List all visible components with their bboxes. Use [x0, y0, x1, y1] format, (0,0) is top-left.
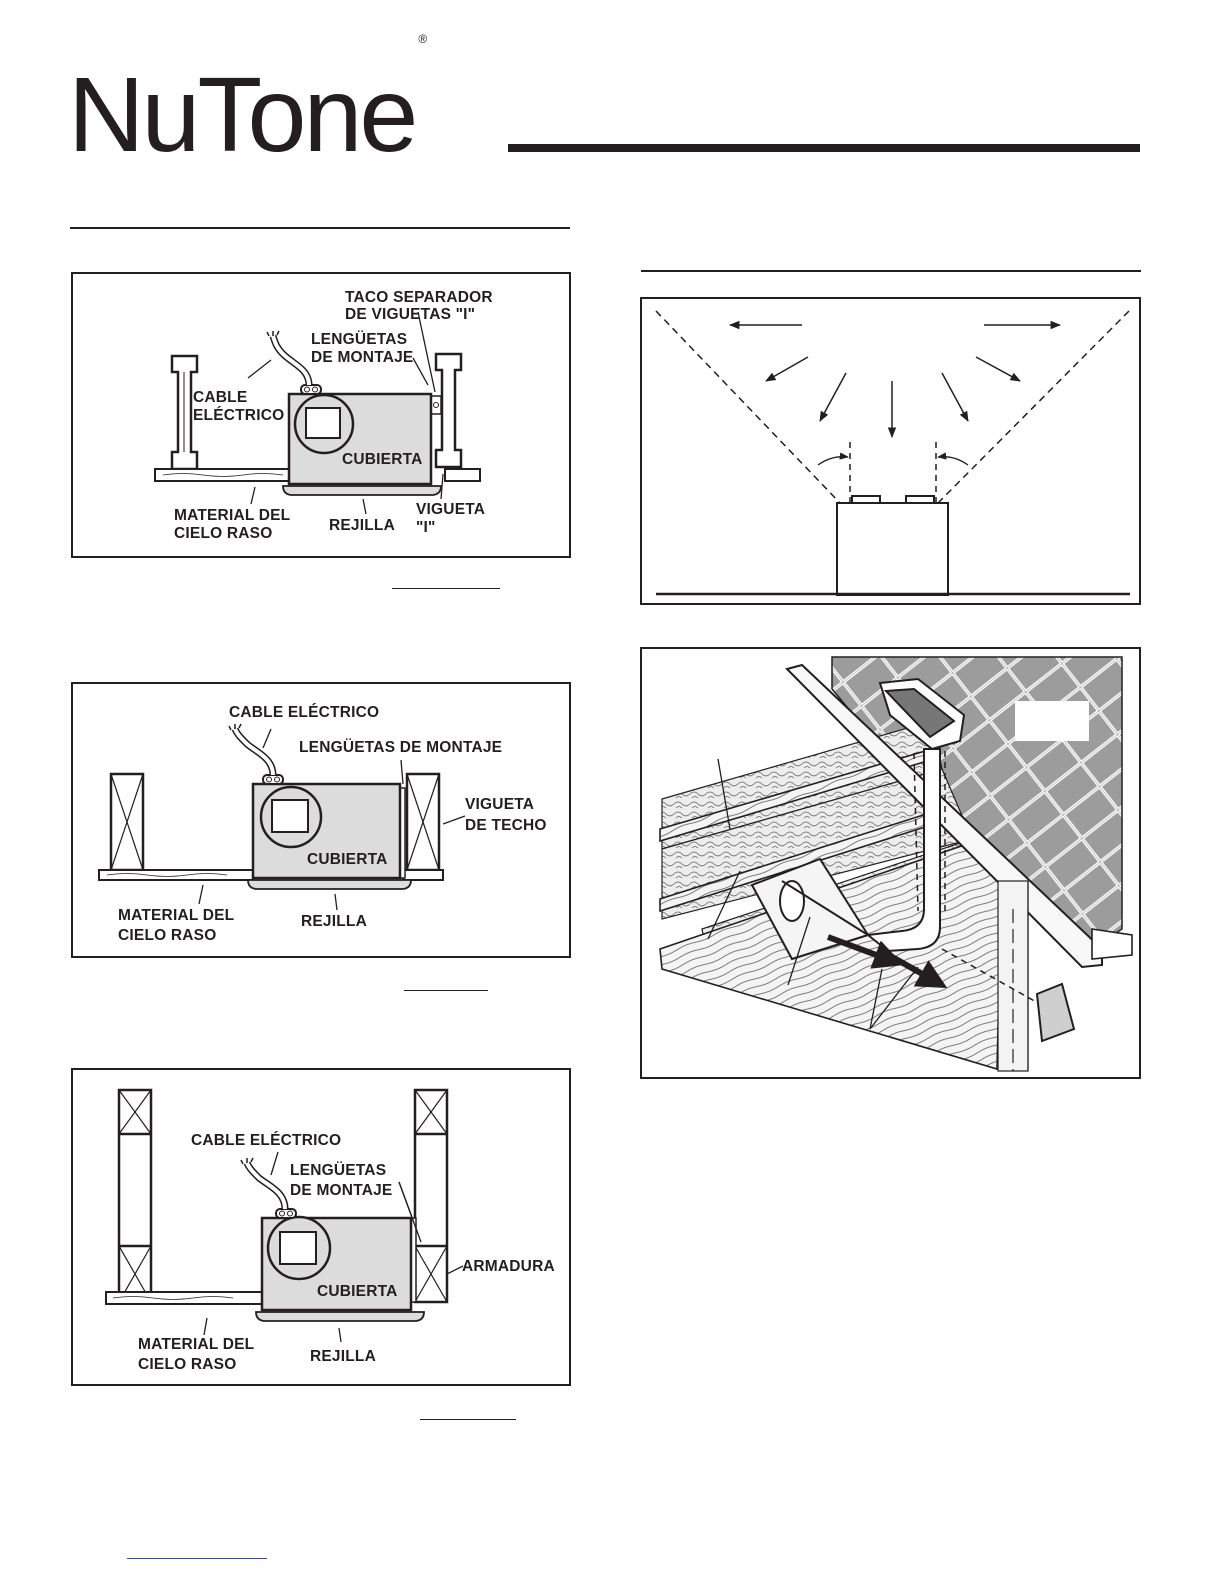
label-tabs-1: LENGÜETAS — [290, 1162, 386, 1179]
label-tabs-2: DE MONTAJE — [311, 349, 413, 366]
label-housing: CUBIERTA — [317, 1283, 398, 1300]
ceiling-material — [154, 468, 481, 482]
right-ceiling-joist — [405, 772, 441, 872]
label-ceiling-1: MATERIAL DEL — [138, 1336, 254, 1353]
header-rule — [508, 144, 1140, 152]
brand-logo: NuTone® — [68, 33, 427, 168]
figure-3-reference-underline — [420, 1419, 516, 1420]
label-joist-1: VIGUETA — [416, 501, 485, 518]
grille — [255, 1311, 425, 1322]
ceiling-material — [105, 1291, 263, 1305]
brand-name: NuTone — [68, 56, 418, 174]
grille — [282, 485, 442, 496]
label-joist-2: DE TECHO — [465, 817, 547, 834]
label-grille: REJILLA — [301, 913, 367, 930]
label-joist-1: VIGUETA — [465, 796, 534, 813]
label-cable: CABLE ELÉCTRICO — [191, 1132, 341, 1149]
label-spacer-2: DE VIGUETAS "I" — [345, 306, 475, 323]
figure-2-reference-underline — [404, 990, 488, 991]
footer-link-underline[interactable] — [127, 1558, 267, 1559]
label-cable-2: ELÉCTRICO — [193, 407, 284, 424]
right-truss — [413, 1088, 449, 1304]
figure-i-joist-mount: TACO SEPARADOR DE VIGUETAS "I" LENGÜETAS… — [71, 272, 571, 558]
label-ceiling-1: MATERIAL DEL — [118, 907, 234, 924]
roof-cap-label-box — [1015, 701, 1089, 741]
roof-cap — [878, 677, 966, 751]
figure-truss-mount: CABLE ELÉCTRICO LENGÜETAS DE MONTAJE ARM… — [71, 1068, 571, 1386]
label-cable: CABLE ELÉCTRICO — [229, 704, 379, 721]
electrical-cable — [240, 1157, 289, 1210]
label-ceiling-2: CIELO RASO — [174, 525, 272, 542]
angle-boundary-lines — [655, 310, 1130, 504]
label-truss: ARMADURA — [462, 1258, 555, 1275]
label-spacer-1: TACO SEPARADOR — [345, 289, 493, 306]
label-housing: CUBIERTA — [342, 451, 423, 468]
right-section-rule — [641, 270, 1141, 272]
airflow-arrows — [728, 320, 1062, 439]
label-tabs: LENGÜETAS DE MONTAJE — [299, 739, 502, 756]
label-ceiling-2: CIELO RASO — [118, 927, 216, 944]
figure-mounting-angle — [640, 297, 1141, 605]
right-i-joist — [434, 352, 463, 469]
left-section-rule — [70, 227, 570, 229]
left-truss — [117, 1088, 153, 1304]
figure-1-reference-underline — [392, 588, 500, 589]
electrical-cable — [266, 330, 313, 386]
label-cable-1: CABLE — [193, 389, 247, 406]
label-tabs-2: DE MONTAJE — [290, 1182, 392, 1199]
label-ceiling-1: MATERIAL DEL — [174, 507, 290, 524]
registered-mark: ® — [418, 31, 428, 46]
figure-ceiling-joist-mount: CABLE ELÉCTRICO LENGÜETAS DE MONTAJE VIG… — [71, 682, 571, 958]
wall-cap — [1035, 982, 1076, 1043]
left-ceiling-joist — [109, 772, 145, 872]
spacer-block — [430, 395, 442, 415]
grille — [247, 879, 412, 890]
electrical-cable — [228, 723, 277, 776]
wall-siding — [997, 880, 1029, 1072]
fan-unit — [836, 495, 949, 596]
label-ceiling-2: CIELO RASO — [138, 1356, 236, 1373]
label-joist-2: "I" — [416, 519, 436, 536]
figure-attic-ducting — [640, 647, 1141, 1079]
label-housing: CUBIERTA — [307, 851, 388, 868]
label-grille: REJILLA — [329, 517, 395, 534]
label-tabs-1: LENGÜETAS — [311, 331, 407, 348]
label-grille: REJILLA — [310, 1348, 376, 1365]
